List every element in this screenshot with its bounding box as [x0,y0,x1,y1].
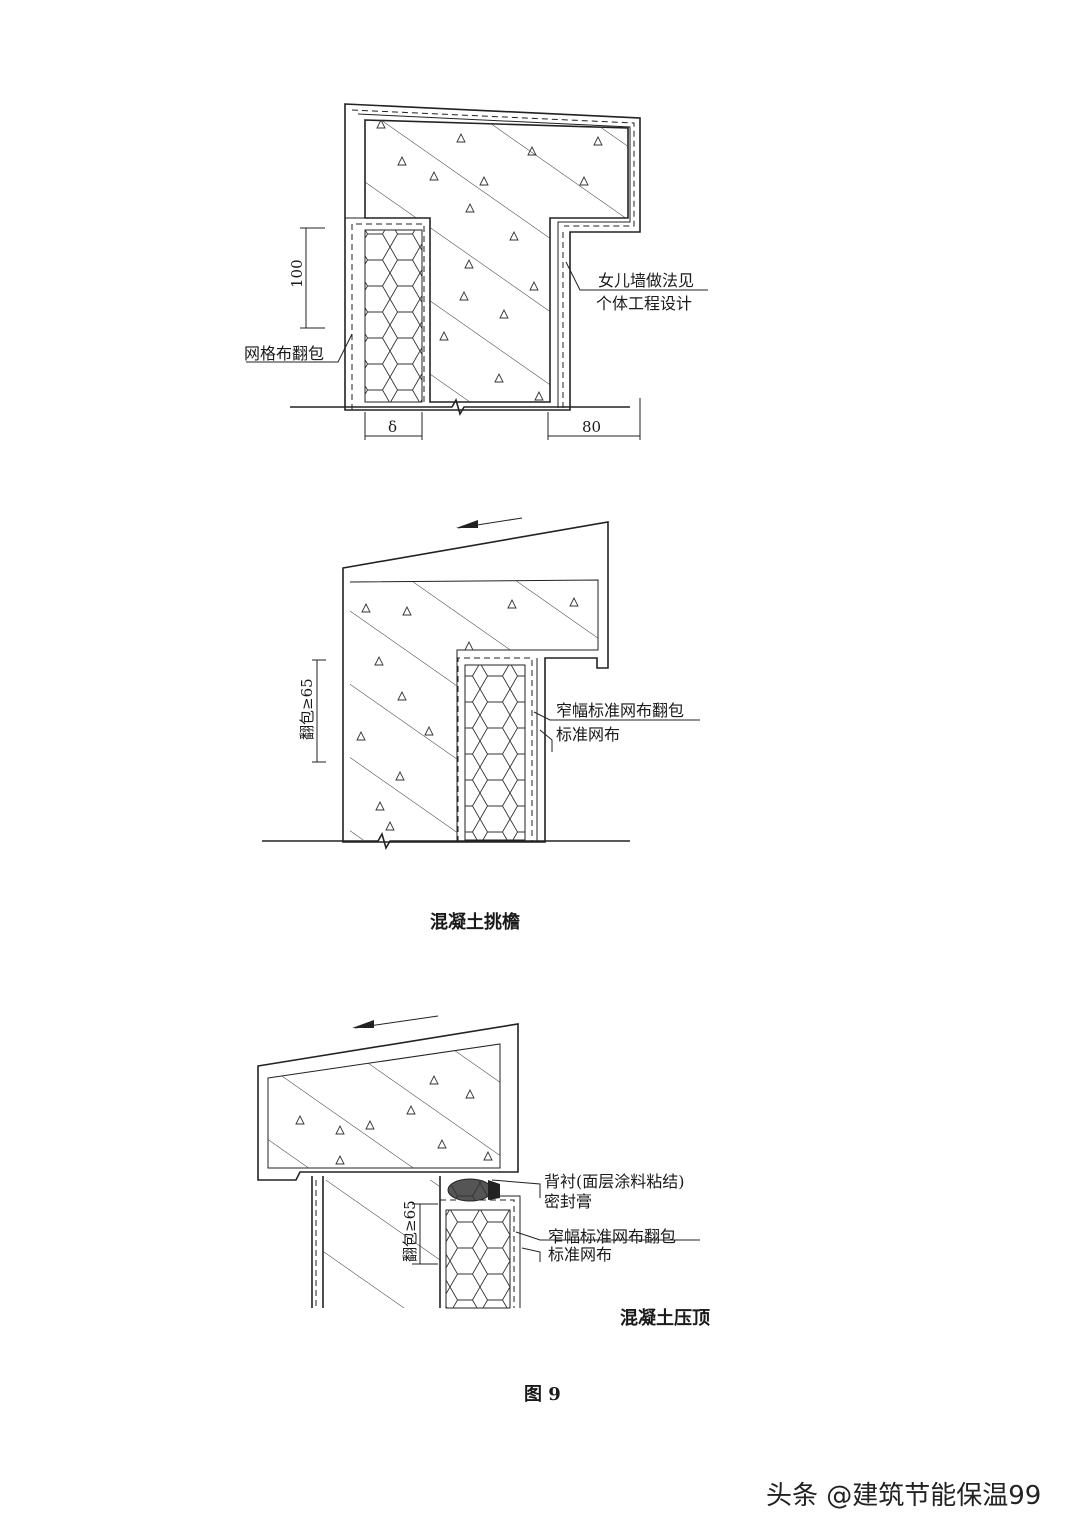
parapet-ground-line [290,397,630,417]
leader-standard-3 [521,1247,541,1262]
leader-narrow [533,711,700,721]
dim-wrap-line [312,659,326,763]
leader-narrow-3 [515,1231,700,1241]
label-parapet-2: 个体工程设计 [596,294,692,313]
dim-80-text: 80 [582,418,601,436]
label-standard-mesh: 标准网布 [556,725,620,744]
dim-100-line [300,227,325,329]
label-mesh: 网格布翻包 [244,344,324,363]
diagram-eave: 翻包≥65 窄幅标准网布翻包 标准网布 混凝土挑檐 [262,517,700,933]
leader-parapet [565,261,708,291]
figure-caption: 图 9 [524,1384,561,1405]
dim-delta-line [364,412,423,440]
eave-outer-outline [342,521,609,843]
label-narrow-mesh-3: 窄幅标准网布翻包 [548,1227,676,1246]
dim-wrap-text: 翻包≥65 [298,678,316,740]
diagram-coping: 翻包≥65 背衬(面层涂料粘结) 密封膏 窄幅标准网布翻包 标准网布 混凝土压顶 [257,1015,710,1329]
label-parapet: 女儿墙做法见 [598,271,694,290]
label-backing: 背衬(面层涂料粘结) [544,1172,685,1191]
dim-wrap-text-3: 翻包≥65 [401,1200,419,1262]
slope-arrow-head [456,520,478,528]
label-sealant: 密封膏 [544,1192,592,1211]
dim-delta-text: δ [388,418,397,436]
leader-mesh [246,333,353,363]
coping-outer-outline [257,1023,519,1181]
label-narrow-mesh: 窄幅标准网布翻包 [556,701,684,720]
dim-100-text: 100 [288,259,306,288]
eave-ground-line [262,831,630,851]
dim-wrap-line-3 [412,1203,438,1265]
slope-arrow-head-3 [352,1020,374,1028]
watermark: 头条 @建筑节能保温99 [766,1481,1042,1511]
label-standard-mesh-3: 标准网布 [548,1245,612,1264]
sealant [488,1180,500,1200]
leader-standard [539,729,553,752]
title-eave: 混凝土挑檐 [430,911,520,933]
diagram-parapet: 100 δ 80 女儿墙做法见 个体工程设计 网格布翻包 [244,103,708,440]
leader-backing [491,1179,541,1198]
title-coping: 混凝土压顶 [620,1307,710,1329]
dim-80-line [547,398,641,440]
